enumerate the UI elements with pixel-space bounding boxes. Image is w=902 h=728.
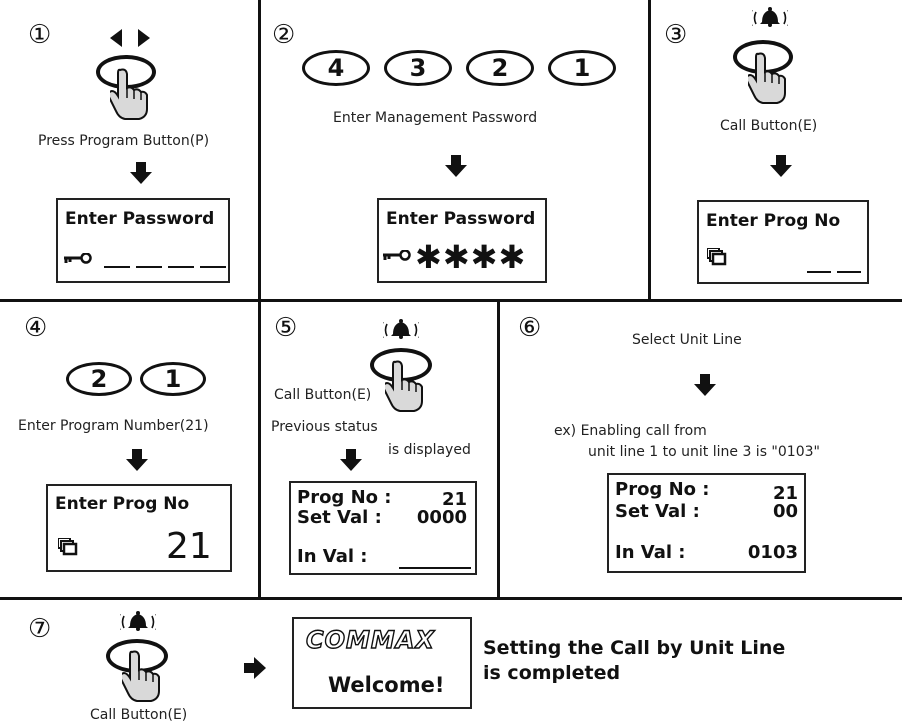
lcd-title: Enter Password bbox=[386, 209, 536, 229]
digit-key: 3 bbox=[384, 50, 452, 86]
lcd-set-value: 00 bbox=[772, 501, 798, 522]
step-caption: Call Button(E) bbox=[720, 118, 818, 134]
lcd-display: Enter Password ✱✱✱✱ bbox=[377, 198, 547, 283]
digit-key: 2 bbox=[66, 362, 132, 396]
copy-icon bbox=[58, 538, 78, 556]
divider bbox=[497, 300, 500, 598]
down-arrow-icon bbox=[126, 449, 148, 471]
lcd-program-number: 21 bbox=[166, 526, 212, 567]
lcd-set-label: Set Val : bbox=[297, 507, 382, 528]
lcd-display: Prog No : 21 Set Val : 00 In Val : 0103 bbox=[607, 473, 806, 573]
step-number: ⑥ bbox=[518, 313, 542, 343]
key-icon bbox=[383, 250, 411, 262]
bell-icon bbox=[383, 318, 419, 340]
step-number: ④ bbox=[24, 313, 48, 343]
status-note: is displayed bbox=[388, 442, 471, 458]
divider bbox=[648, 0, 651, 300]
copy-icon bbox=[707, 248, 727, 266]
completion-message: is completed bbox=[483, 662, 621, 684]
lcd-prog-label: Prog No : bbox=[615, 479, 710, 500]
step-number: ② bbox=[272, 20, 296, 50]
password-stars: ✱✱✱✱ bbox=[415, 238, 527, 276]
bell-icon bbox=[120, 610, 156, 632]
step-caption: Enter Program Number(21) bbox=[18, 418, 209, 434]
digit-key: 1 bbox=[548, 50, 616, 86]
lcd-in-label: In Val : bbox=[297, 546, 368, 567]
lcd-title: Enter Prog No bbox=[55, 494, 190, 514]
step-number: ⑦ bbox=[28, 614, 52, 644]
lcd-display: COMMAX Welcome! bbox=[292, 617, 472, 709]
step-number: ① bbox=[28, 20, 52, 50]
down-arrow-icon bbox=[130, 162, 152, 184]
digit-key: 1 bbox=[140, 362, 206, 396]
lcd-title: Enter Password bbox=[65, 209, 215, 229]
bell-icon bbox=[752, 6, 788, 28]
in-value-blank bbox=[399, 567, 471, 569]
lcd-display: Enter Prog No bbox=[697, 200, 869, 284]
hand-icon bbox=[110, 68, 148, 120]
lcd-display: Enter Password bbox=[56, 198, 230, 283]
divider bbox=[0, 299, 902, 302]
example-note: ex) Enabling call from bbox=[554, 423, 707, 439]
lcd-title: Enter Prog No bbox=[706, 211, 841, 231]
lcd-set-label: Set Val : bbox=[615, 501, 700, 522]
completion-message: Setting the Call by Unit Line bbox=[483, 637, 786, 659]
digit-key: 4 bbox=[302, 50, 370, 86]
right-arrow-icon bbox=[244, 657, 266, 679]
down-arrow-icon bbox=[694, 374, 716, 396]
lcd-prog-value: 21 bbox=[772, 483, 798, 504]
down-arrow-icon bbox=[770, 155, 792, 177]
lcd-display: Enter Prog No 21 bbox=[46, 484, 232, 572]
step-caption: Call Button(E) bbox=[274, 387, 372, 403]
key-icon bbox=[64, 253, 92, 265]
step-caption: Select Unit Line bbox=[632, 332, 742, 348]
password-blanks bbox=[104, 266, 226, 268]
left-right-arrows-icon bbox=[110, 29, 150, 47]
program-number-blanks bbox=[807, 271, 861, 273]
down-arrow-icon bbox=[340, 449, 362, 471]
divider bbox=[258, 300, 261, 598]
down-arrow-icon bbox=[445, 155, 467, 177]
step-number: ③ bbox=[664, 20, 688, 50]
lcd-welcome: Welcome! bbox=[328, 673, 445, 697]
step-caption: Press Program Button(P) bbox=[38, 133, 210, 149]
step-caption: Enter Management Password bbox=[333, 110, 538, 126]
step-number: ⑤ bbox=[274, 313, 298, 343]
hand-icon bbox=[385, 360, 423, 412]
hand-icon bbox=[122, 650, 160, 702]
example-note: unit line 1 to unit line 3 is "0103" bbox=[588, 444, 820, 460]
step-caption: Call Button(E) bbox=[90, 707, 188, 723]
brand-logo: COMMAX bbox=[305, 625, 435, 654]
lcd-prog-value: 21 bbox=[441, 489, 467, 510]
lcd-set-value: 0000 bbox=[416, 507, 467, 528]
lcd-in-value: 0103 bbox=[747, 542, 798, 563]
divider bbox=[258, 0, 261, 300]
digit-key: 2 bbox=[466, 50, 534, 86]
status-note: Previous status bbox=[271, 419, 378, 435]
lcd-prog-label: Prog No : bbox=[297, 487, 392, 508]
lcd-display: Prog No : 21 Set Val : 0000 In Val : bbox=[289, 481, 477, 575]
lcd-in-label: In Val : bbox=[615, 542, 686, 563]
divider bbox=[0, 597, 902, 600]
hand-icon bbox=[748, 52, 786, 104]
